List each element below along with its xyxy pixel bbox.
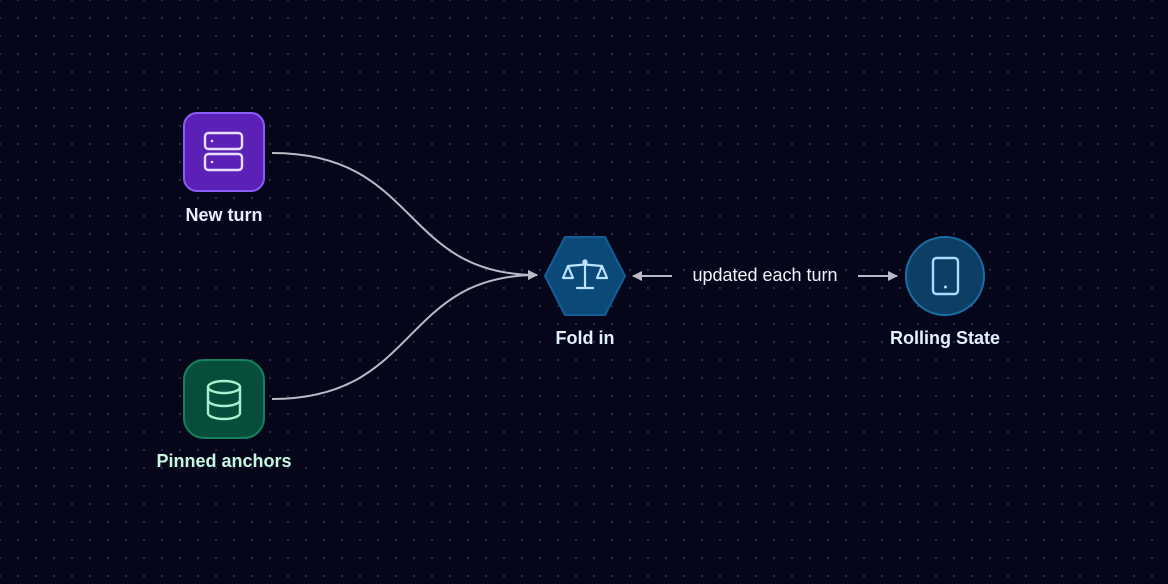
node-pinned-anchors[interactable] bbox=[183, 359, 265, 439]
rolling-state-shape bbox=[905, 236, 985, 316]
tablet-icon bbox=[931, 256, 960, 296]
pinned-anchors-label: Pinned anchors bbox=[156, 451, 292, 471]
new-turn-label: New turn bbox=[185, 205, 263, 225]
rolling-state-label: Rolling State bbox=[889, 328, 1001, 348]
scale-icon bbox=[561, 259, 609, 290]
node-rolling-state[interactable] bbox=[905, 236, 985, 316]
server-icon bbox=[203, 131, 244, 172]
edge-pinned-anchors-to-fold-in bbox=[271, 270, 538, 400]
database-icon bbox=[206, 379, 242, 421]
node-fold-in[interactable] bbox=[543, 236, 627, 316]
new-turn-shape bbox=[183, 112, 265, 192]
pinned-anchors-shape bbox=[183, 359, 265, 439]
edge-new-turn-to-fold-in bbox=[271, 152, 538, 280]
fold-in-label: Fold in bbox=[555, 328, 615, 348]
edge-label-updated-each-turn: updated each turn bbox=[692, 265, 838, 285]
node-new-turn[interactable] bbox=[183, 112, 265, 192]
